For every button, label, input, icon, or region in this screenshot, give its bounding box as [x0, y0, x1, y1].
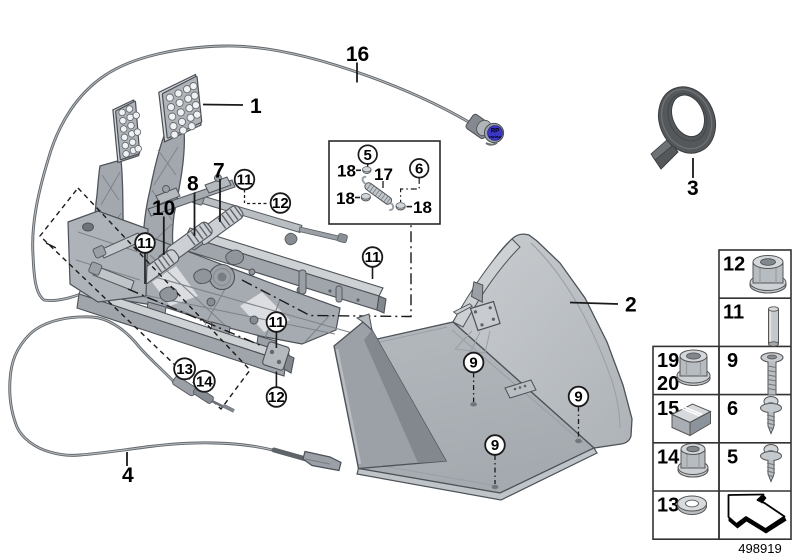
- svg-text:14: 14: [657, 446, 680, 468]
- svg-text:12: 12: [268, 389, 285, 406]
- svg-text:20: 20: [657, 373, 679, 395]
- svg-text:13: 13: [657, 494, 679, 516]
- svg-text:11: 11: [268, 314, 284, 331]
- svg-text:498919: 498919: [738, 541, 781, 556]
- svg-text:6: 6: [727, 398, 738, 420]
- svg-text:16: 16: [346, 43, 369, 66]
- svg-text:19: 19: [657, 350, 679, 372]
- svg-text:4: 4: [122, 464, 134, 487]
- svg-text:racing: racing: [489, 135, 501, 139]
- svg-text:9: 9: [574, 389, 582, 406]
- svg-text:11: 11: [237, 172, 253, 189]
- svg-text:11: 11: [137, 235, 153, 252]
- svg-text:14: 14: [196, 374, 213, 391]
- svg-text:13: 13: [176, 361, 193, 378]
- svg-text:6: 6: [415, 161, 423, 178]
- svg-text:12: 12: [272, 195, 289, 212]
- svg-text:11: 11: [365, 249, 381, 266]
- svg-text:9: 9: [727, 350, 738, 372]
- svg-text:1: 1: [250, 95, 262, 118]
- svg-text:3: 3: [687, 177, 699, 200]
- svg-text:18: 18: [337, 162, 356, 181]
- svg-text:11: 11: [723, 302, 744, 324]
- svg-text:10: 10: [152, 197, 175, 220]
- svg-text:18: 18: [413, 198, 432, 217]
- svg-text:5: 5: [727, 446, 738, 468]
- svg-text:9: 9: [491, 437, 499, 454]
- svg-text:18: 18: [336, 189, 355, 208]
- svg-text:12: 12: [723, 254, 745, 276]
- svg-text:17: 17: [374, 165, 393, 184]
- svg-text:8: 8: [187, 173, 199, 196]
- svg-text:7: 7: [213, 160, 225, 183]
- svg-text:2: 2: [625, 294, 637, 317]
- svg-text:5: 5: [364, 147, 372, 164]
- svg-text:9: 9: [469, 355, 477, 372]
- svg-text:RP: RP: [491, 129, 499, 135]
